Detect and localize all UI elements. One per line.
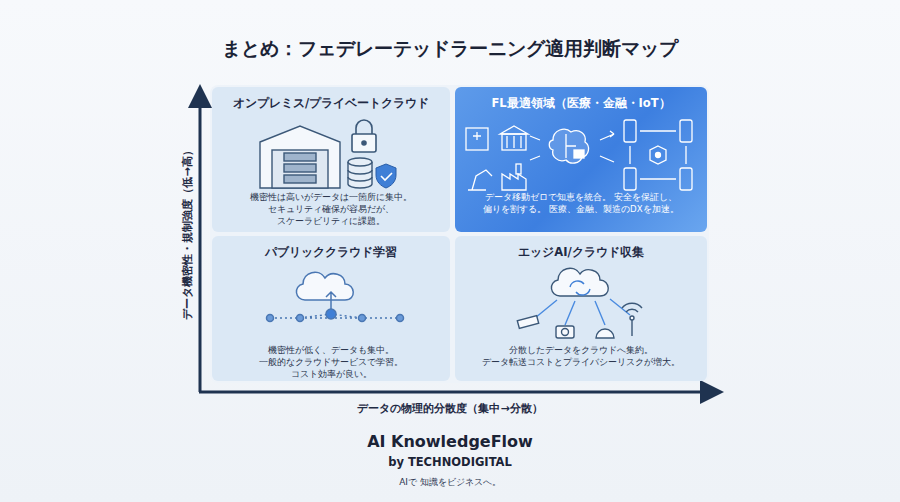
- y-axis: [199, 90, 202, 392]
- server-warehouse-icon: [260, 126, 340, 188]
- diagram-title: まとめ：フェデレーテッドラーニング適用判断マップ: [0, 36, 900, 62]
- database-icon: [348, 158, 372, 188]
- fl-brain-icon: [530, 129, 614, 163]
- x-axis-label: データの物理的分散度（集中→分散）: [250, 401, 650, 416]
- quadrant-description: 機密性が低く、データも集中。 一般的なクラウドサービスで学習。 コスト効率が良い…: [212, 344, 450, 380]
- public-cloud-icon: [267, 272, 404, 321]
- shield-icon: [376, 164, 396, 188]
- quadrant-box: エッジAI/クラウド収集分散したデータをクラウドへ集約。 データ転送コストとプラ…: [455, 236, 707, 381]
- quadrant-heading: オンプレミス/プライベートクラウド: [212, 96, 450, 111]
- brand-name: AI KnowledgeFlow: [0, 432, 900, 451]
- quadrant-heading: FL最適領域（医療・金融・IoT）: [455, 96, 707, 111]
- lock-icon: [352, 120, 376, 152]
- quadrant-box: オンプレミス/プライベートクラウド機密性は高いがデータは一箇所に集中。 セキュリ…: [212, 87, 450, 232]
- quadrant-description: データ移動ゼロで知恵を統合。 安全を保証し、偏りを割する。 医療、金融、製造のD…: [455, 191, 707, 215]
- data-source-icons: [466, 126, 528, 190]
- edge-collection-icon: [517, 268, 642, 338]
- quadrant-description: 分散したデータをクラウドへ集約。 データ転送コストとプライバシーリスクが増大。: [455, 344, 707, 368]
- quadrant-box: パブリッククラウド学習機密性が低く、データも集中。 一般的なクラウドサービスで学…: [212, 236, 450, 381]
- x-axis: [199, 391, 718, 394]
- quadrant-heading: パブリッククラウド学習: [212, 245, 450, 260]
- quadrant-box: FL最適領域（医療・金融・IoT） データ移動ゼロで知恵を統合。 安全を保証し、偏…: [455, 87, 707, 232]
- device-network-icons: [624, 120, 692, 190]
- y-axis-label: データ機密性・規制強度（低→高）: [180, 103, 195, 363]
- brand-owner: by TECHNODIGITAL: [0, 455, 900, 469]
- brand-tagline: AIで 知識をビジネスへ。: [0, 476, 900, 489]
- quadrant-heading: エッジAI/クラウド収集: [455, 245, 707, 260]
- quadrant-description: 機密性は高いがデータは一箇所に集中。 セキュリティ確保が容易だが、 スケーラビリ…: [212, 191, 450, 227]
